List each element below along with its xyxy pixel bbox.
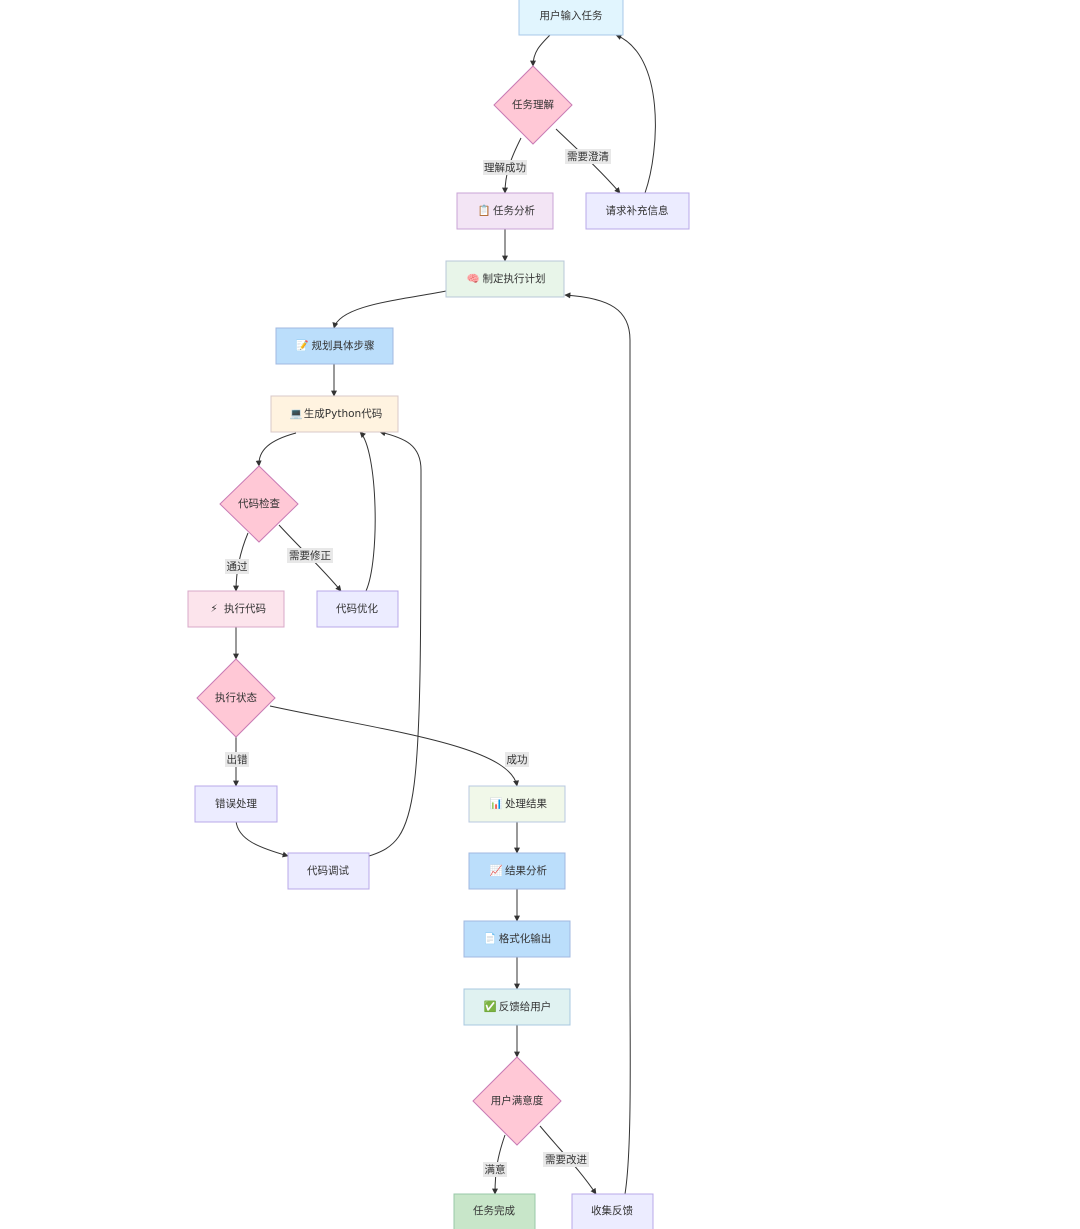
node-plan-steps-label: 规划具体步骤: [312, 339, 375, 352]
edge-label-error-text: 出错: [227, 753, 248, 766]
edge-label-need-clarify-text: 需要澄清: [567, 150, 609, 163]
node-task-done-label: 任务完成: [473, 1204, 515, 1217]
node-request-info[interactable]: 请求补充信息: [585, 192, 690, 230]
node-feedback-user[interactable]: ✅ 反馈给用户: [463, 988, 571, 1026]
node-error-handle[interactable]: 错误处理: [194, 785, 278, 823]
edge-collect-to-plan: [564, 292, 631, 1195]
page-icon: 📄: [483, 932, 496, 945]
edge-label-success: 成功: [505, 752, 529, 767]
node-task-analysis[interactable]: 📋 任务分析: [456, 192, 554, 230]
node-run-code-label: 执行代码: [224, 602, 266, 615]
node-gen-code[interactable]: 💻 生成Python代码: [270, 395, 399, 433]
clipboard-icon: 📋: [477, 204, 490, 217]
node-exec-status-label: 执行状态: [215, 691, 257, 704]
node-code-debug[interactable]: 代码调试: [287, 852, 370, 890]
node-user-satisfaction[interactable]: 用户满意度: [472, 1056, 562, 1146]
node-collect-feedback-label: 收集反馈: [591, 1204, 633, 1217]
node-code-check[interactable]: 代码检查: [219, 465, 299, 543]
node-code-check-label: 代码检查: [238, 497, 280, 510]
lightning-icon: ⚡: [210, 603, 217, 615]
edge-debug-to-code: [368, 430, 422, 857]
node-task-analysis-label: 任务分析: [493, 204, 535, 217]
edge-labels: 理解成功 需要澄清 通过 需要修正 出错 成功 满意 需要改进: [225, 149, 611, 1177]
edge-error-to-debug: [235, 820, 289, 858]
edge-label-satisfied-text: 满意: [485, 1163, 506, 1176]
node-collect-feedback[interactable]: 收集反馈: [571, 1193, 654, 1229]
node-user-satisfaction-label: 用户满意度: [491, 1094, 544, 1107]
edge-status-to-result: [269, 705, 520, 787]
node-result-analysis-label: 结果分析: [505, 864, 547, 877]
node-task-understand-label: 任务理解: [512, 98, 554, 111]
edge-plan-to-steps: [332, 290, 447, 329]
node-process-result-label: 处理结果: [505, 797, 547, 810]
edge-label-pass: 通过: [225, 559, 249, 574]
edge-request-to-input: [615, 34, 656, 194]
edge-label-success-text: 成功: [507, 754, 528, 766]
edge-code-to-check: [255, 432, 297, 467]
bar-chart-icon: 📊: [489, 797, 502, 810]
edge-label-understand-ok: 理解成功: [483, 160, 527, 175]
node-feedback-user-label: 反馈给用户: [499, 1000, 552, 1013]
edge-label-need-fix: 需要修正: [287, 548, 333, 563]
node-run-code[interactable]: ⚡ 执行代码: [187, 590, 285, 628]
node-code-optimize-label: 代码优化: [336, 602, 378, 615]
node-format-output[interactable]: 📄 格式化输出: [463, 920, 571, 958]
nodes: 用户输入任务 任务理解 📋 任务分析 请求补充信息 🧠 制定执行计划 📝: [187, 0, 690, 1229]
node-code-optimize[interactable]: 代码优化: [316, 590, 399, 628]
edge-optimize-to-code: [359, 431, 376, 592]
node-make-plan[interactable]: 🧠 制定执行计划: [445, 260, 565, 298]
edge-label-need-clarify: 需要澄清: [565, 149, 611, 164]
node-task-done[interactable]: 任务完成: [453, 1193, 536, 1229]
node-error-handle-label: 错误处理: [215, 797, 257, 810]
check-mark-icon: ✅: [483, 1000, 496, 1013]
node-user-input[interactable]: 用户输入任务: [518, 0, 624, 36]
node-request-info-label: 请求补充信息: [606, 204, 669, 217]
edge-label-pass-text: 通过: [227, 560, 248, 573]
node-plan-steps[interactable]: 📝 规划具体步骤: [275, 327, 394, 365]
edge-label-understand-ok-text: 理解成功: [484, 161, 526, 174]
node-user-input-label: 用户输入任务: [540, 9, 603, 22]
memo-icon: 📝: [295, 339, 308, 352]
edge-label-satisfied: 满意: [483, 1162, 507, 1177]
edge-label-error: 出错: [225, 752, 249, 767]
node-result-analysis[interactable]: 📈 结果分析: [468, 852, 566, 890]
chart-increasing-icon: 📈: [489, 864, 502, 877]
node-format-output-label: 格式化输出: [499, 932, 552, 945]
node-make-plan-label: 制定执行计划: [483, 272, 546, 285]
node-exec-status[interactable]: 执行状态: [196, 658, 276, 738]
edge-label-need-fix-text: 需要修正: [289, 549, 331, 562]
laptop-icon: 💻: [289, 408, 302, 420]
edge-input-to-understand: [530, 34, 551, 67]
edge-label-need-improve-text: 需要改进: [545, 1153, 587, 1166]
node-gen-code-label: 生成Python代码: [304, 407, 382, 420]
node-task-understand[interactable]: 任务理解: [493, 65, 573, 145]
node-code-debug-label: 代码调试: [307, 865, 349, 877]
node-process-result[interactable]: 📊 处理结果: [468, 785, 566, 823]
edge-label-need-improve: 需要改进: [543, 1152, 589, 1167]
brain-icon: 🧠: [466, 273, 479, 285]
